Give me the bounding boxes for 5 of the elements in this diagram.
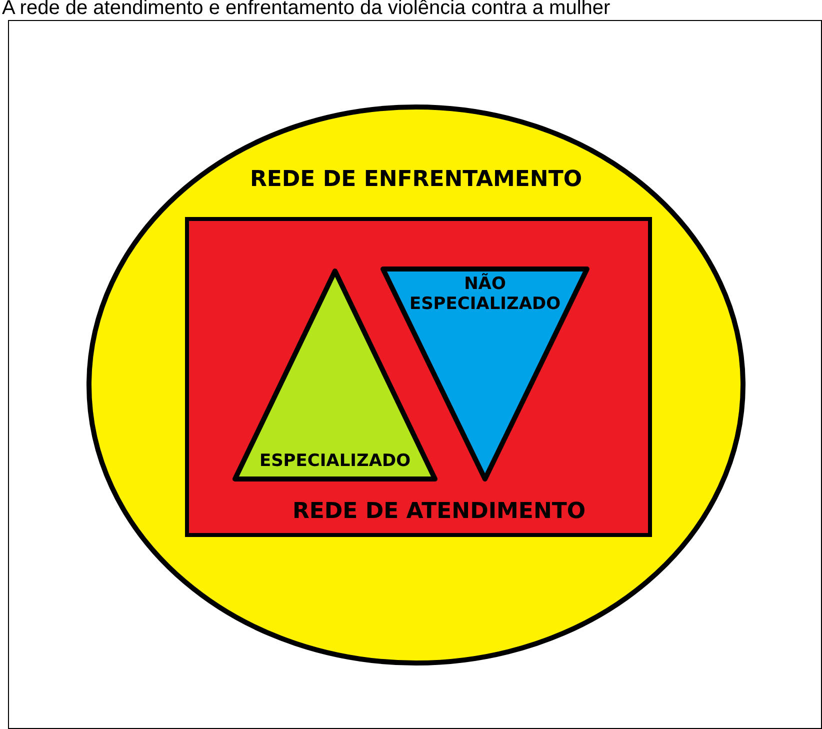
- region-label: NÃO ESPECIALIZADO: [408, 275, 562, 314]
- region-label: REDE DE ATENDIMENTO: [291, 499, 587, 524]
- rectangle-region: [185, 217, 652, 537]
- region-label: REDE DE ENFRENTAMENTO: [248, 167, 584, 192]
- region-label: ESPECIALIZADO: [258, 452, 412, 472]
